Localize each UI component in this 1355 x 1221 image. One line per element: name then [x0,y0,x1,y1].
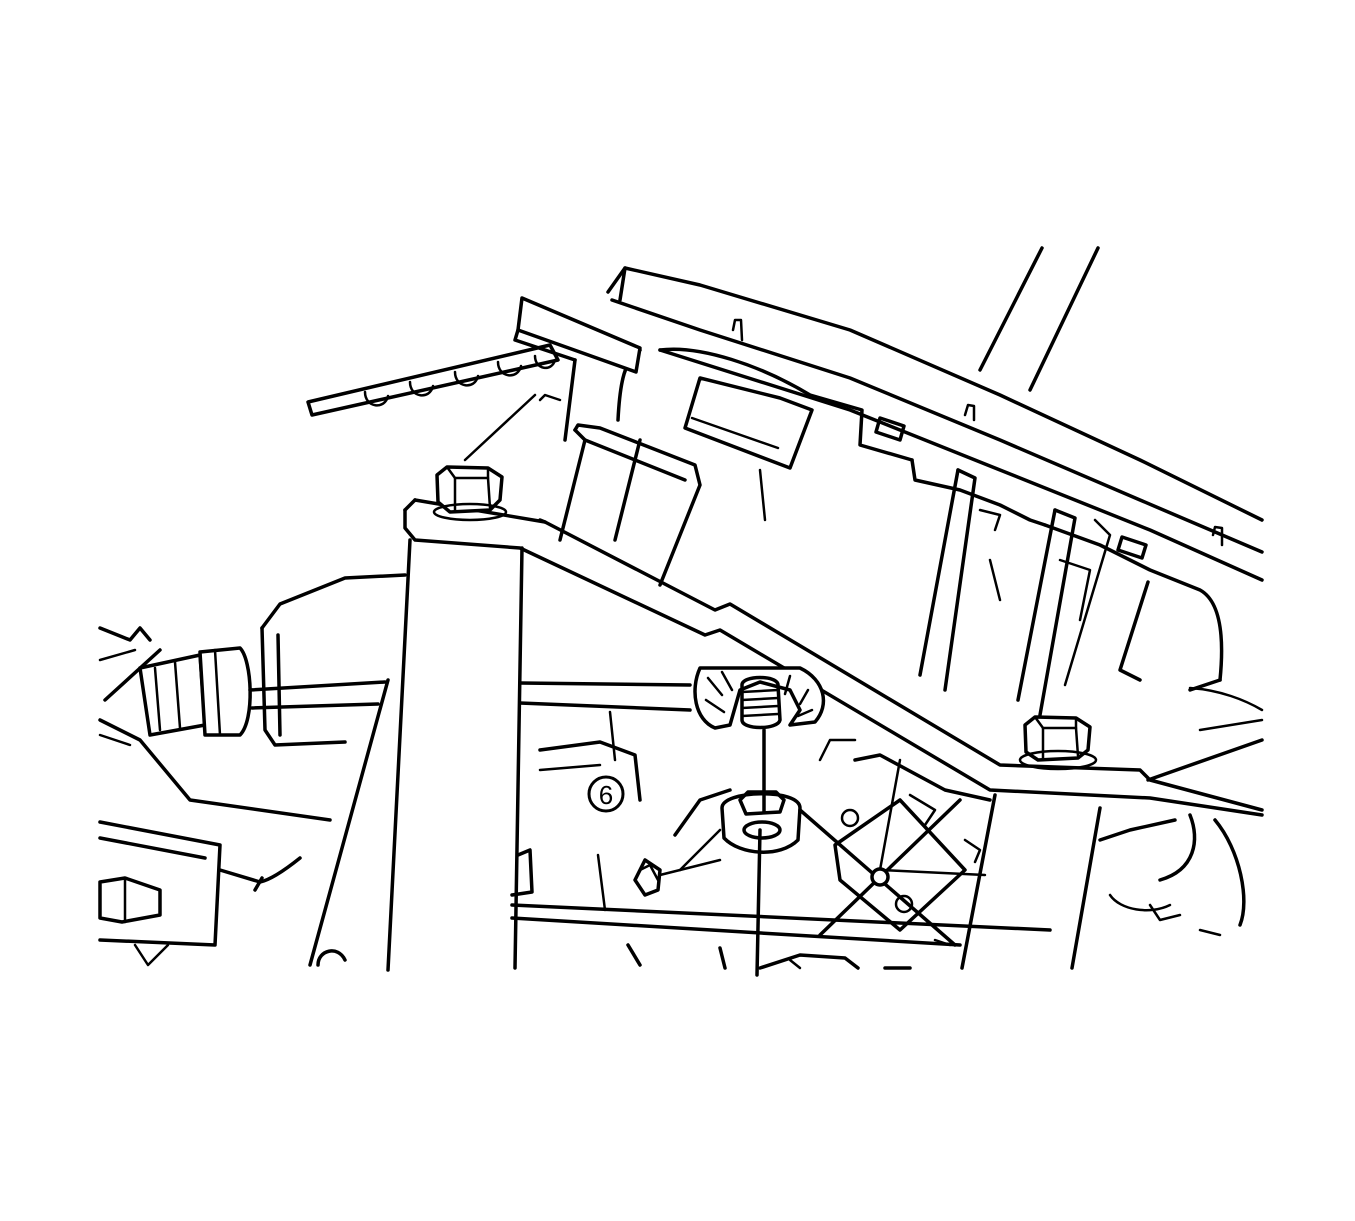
mounting-bracket [386,498,1264,972]
shift-lever [978,246,1100,392]
transmission-case [510,681,1246,970]
retainer-nut-icon [720,790,802,854]
shift-cable-end [98,573,407,822]
bushing-grommet [693,666,826,730]
shifter-housing [606,266,1264,717]
shift-cable [755,728,766,977]
lower-left-module [98,678,390,967]
bolt-right-icon [1018,715,1098,771]
bracket-top [513,296,702,587]
toothed-strap [306,343,562,462]
bolt-left-icon [432,465,508,522]
callout-6-label: 6 [599,780,613,810]
callout-6: 6 [587,775,625,813]
